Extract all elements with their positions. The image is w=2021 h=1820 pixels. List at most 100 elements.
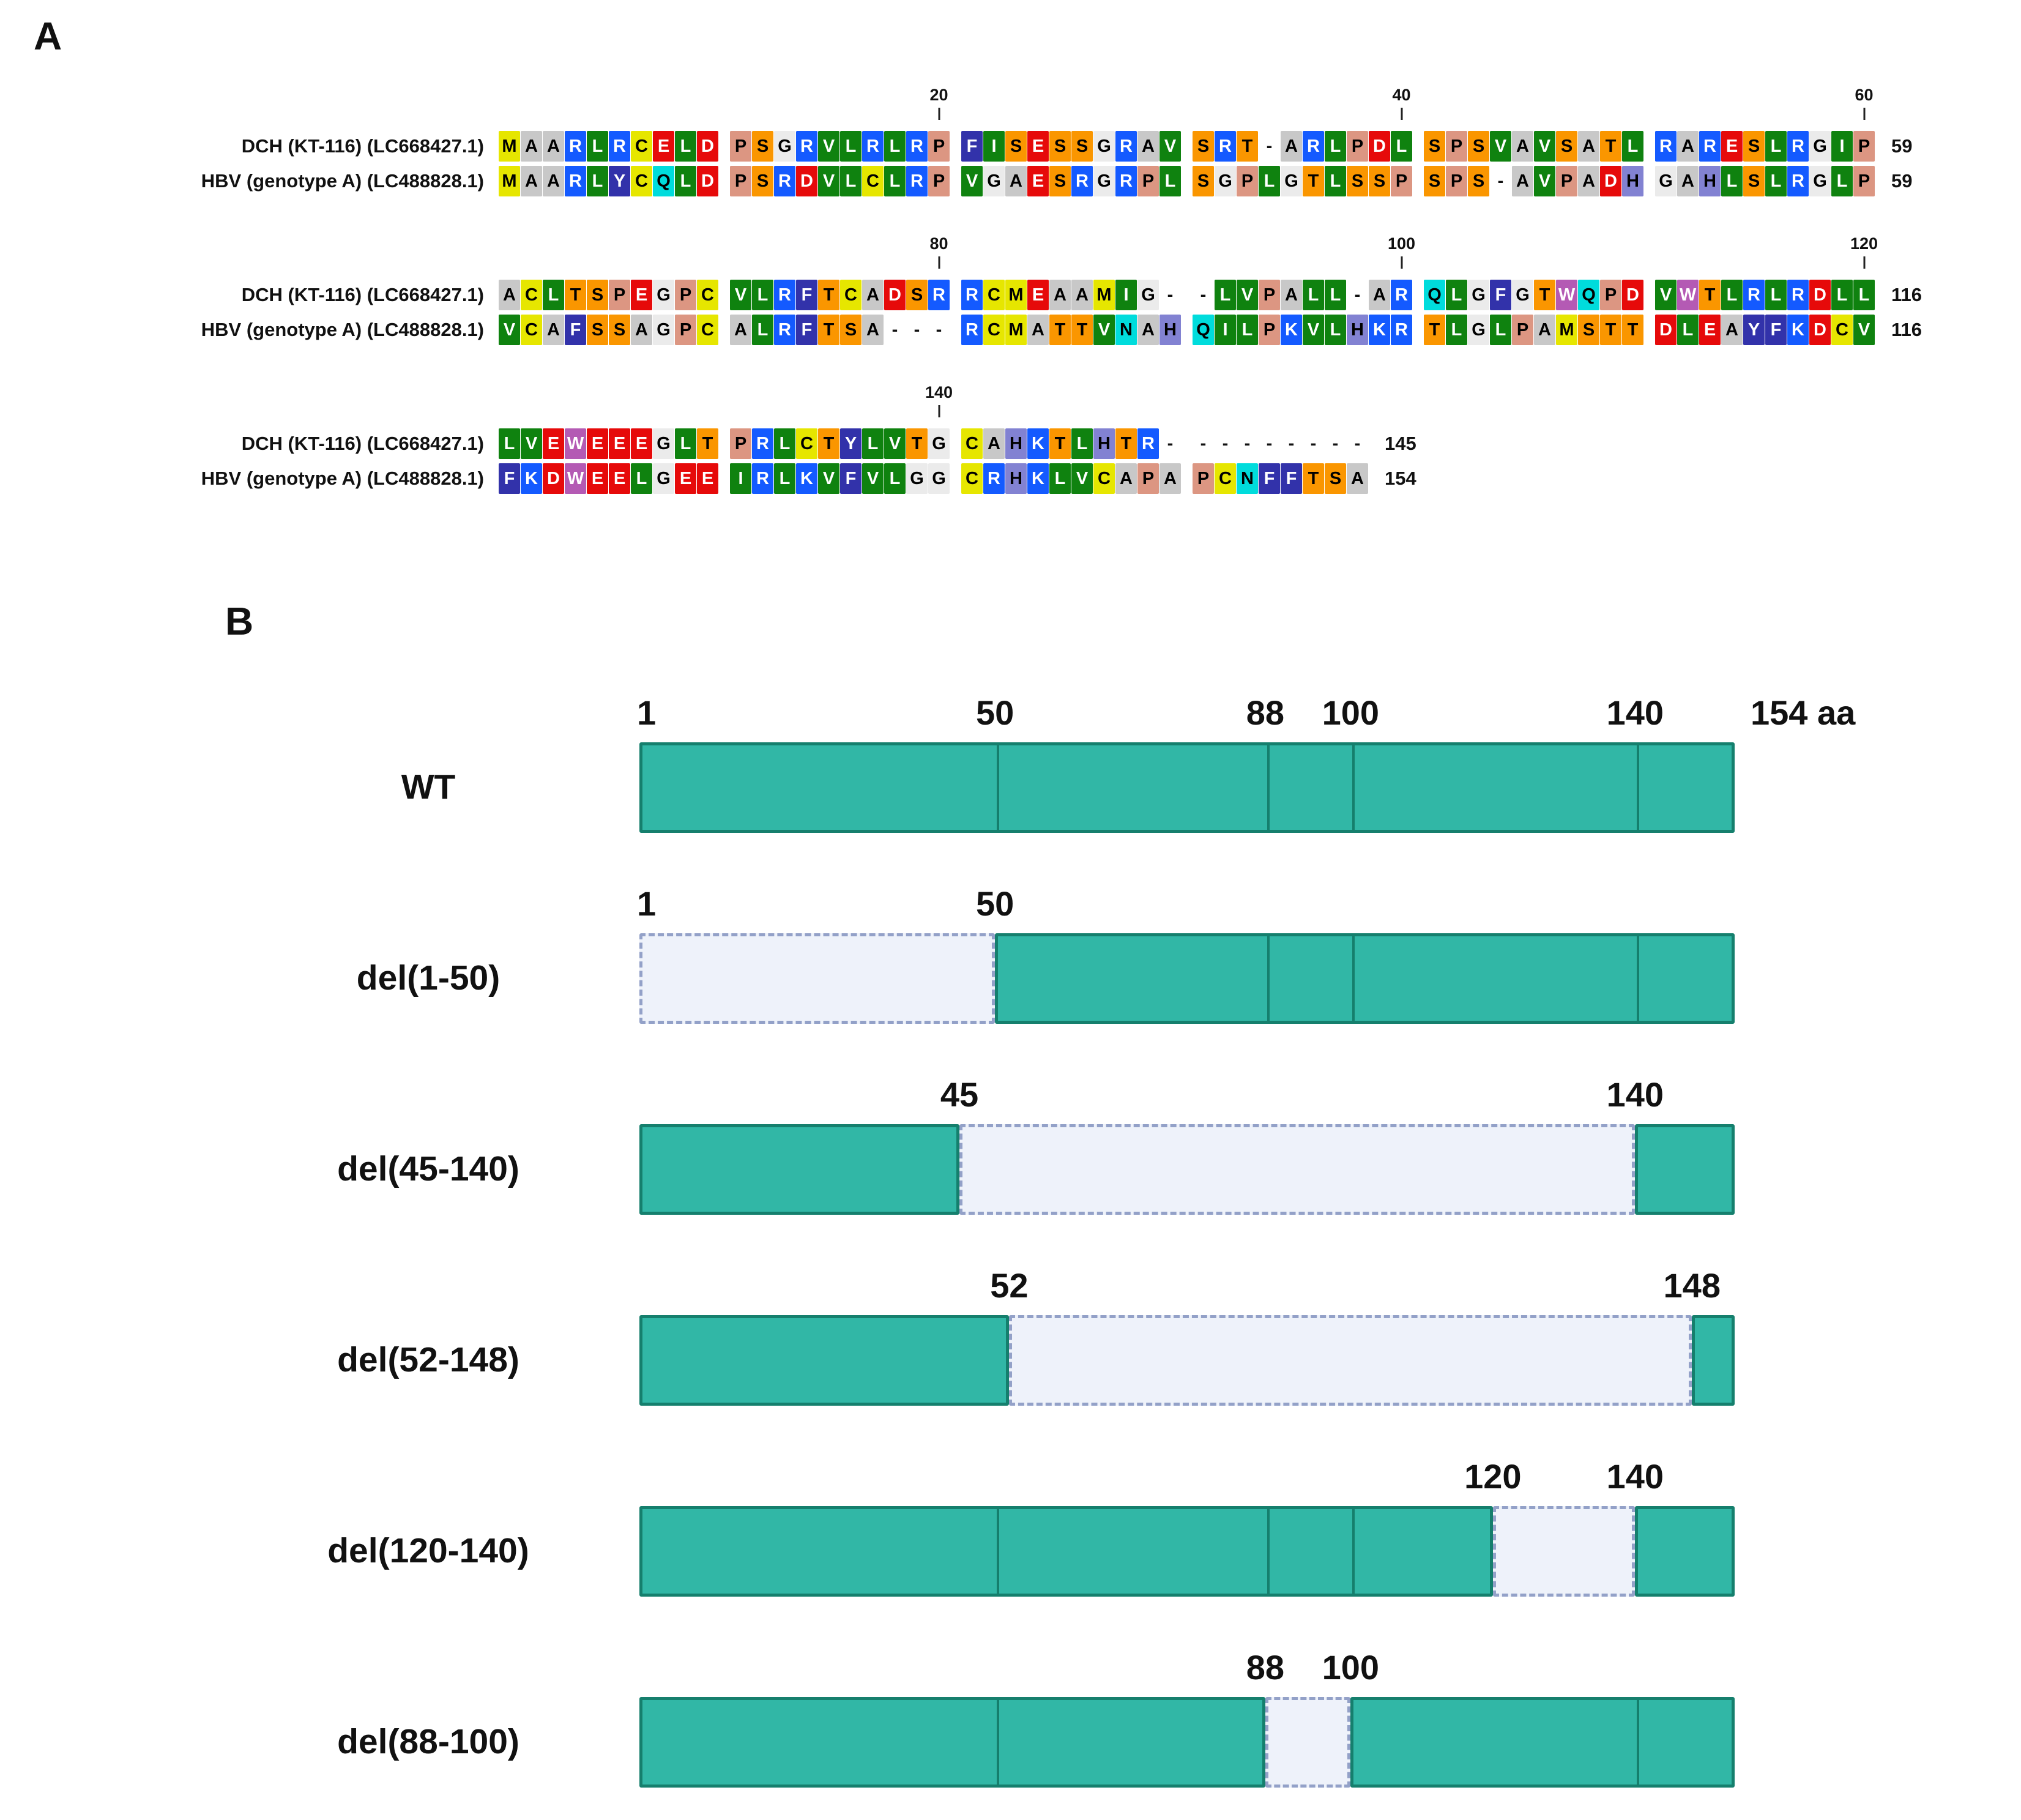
- ruler-cell: [1743, 232, 1765, 278]
- residue-cell: C: [961, 463, 983, 494]
- gap-cell: -: [1167, 434, 1174, 453]
- residue-cell: R: [609, 131, 630, 162]
- residue-cell: N: [1237, 463, 1258, 494]
- construct-label: del(120-140): [327, 1531, 529, 1570]
- ruler-cell: [1259, 83, 1280, 130]
- residue-cell: E: [631, 280, 652, 310]
- ruler-tick-label: 140: [925, 383, 953, 401]
- gap-cell: -: [1222, 434, 1229, 453]
- ruler-cell: [565, 232, 586, 278]
- protein-segment: [639, 1697, 1265, 1788]
- residue-cell: L: [1765, 166, 1787, 196]
- ruler-cell: [1809, 83, 1831, 130]
- residue-cell: G: [1468, 315, 1489, 345]
- residue-cell: A: [1281, 280, 1302, 310]
- ruler-cell: [961, 232, 983, 278]
- ruler-cell: [653, 381, 674, 427]
- residue-cell: A: [1721, 315, 1743, 345]
- ruler-cell: [1093, 232, 1115, 278]
- ruler-group: 100: [1193, 232, 1415, 278]
- residue-cell: L: [543, 280, 564, 310]
- ruler-cell: [1490, 83, 1511, 130]
- ruler-tick-label: 40: [1392, 86, 1411, 104]
- residue-cell: R: [961, 280, 983, 310]
- panel-b-label: B: [225, 599, 254, 643]
- residue-cell: F: [1765, 315, 1787, 345]
- residue-cell: S: [1347, 166, 1368, 196]
- residue-cell: T: [1534, 280, 1555, 310]
- residue-cell: C: [983, 315, 1005, 345]
- residue-cell: I: [1831, 131, 1853, 162]
- gap-cell: -: [1310, 434, 1317, 453]
- residue-count: 145: [1385, 433, 1416, 454]
- ruler-cell: [1049, 381, 1071, 427]
- residue-cell: V: [1534, 166, 1555, 196]
- residue-cell: P: [730, 428, 751, 459]
- ruler-cell: [1193, 83, 1214, 130]
- residue-cell: P: [1137, 463, 1159, 494]
- residue-cell: S: [1193, 166, 1214, 196]
- residue-cell: A: [1049, 280, 1071, 310]
- construct-label: del(52-148): [337, 1340, 519, 1379]
- ruler-cell: [1721, 83, 1743, 130]
- residue-cell: P: [730, 131, 751, 162]
- residue-cell: T: [818, 315, 839, 345]
- ruler-cell: [752, 83, 773, 130]
- construct-bar: [639, 1124, 1735, 1215]
- ruler-cell: [818, 232, 839, 278]
- ruler-cell: [1347, 83, 1368, 130]
- ruler-cell: 100: [1388, 232, 1415, 278]
- gap-cell: -: [1354, 434, 1361, 453]
- residue-cell: F: [796, 315, 817, 345]
- residue-cell: C: [697, 280, 718, 310]
- residue-cell: L: [1325, 166, 1346, 196]
- ruler-cell: [1446, 232, 1467, 278]
- residue-cell: E: [653, 131, 674, 162]
- ruler-cell: [609, 232, 630, 278]
- residue-cell: M: [1005, 315, 1027, 345]
- ruler-cell: [752, 232, 773, 278]
- ruler-tick-mark: [1863, 108, 1865, 120]
- residue-cell: P: [1446, 131, 1467, 162]
- residue-cell: A: [1578, 131, 1599, 162]
- residue-cell: H: [1093, 428, 1115, 459]
- segment-divider: [997, 1509, 1000, 1594]
- ruler-cell: [1677, 232, 1699, 278]
- ruler-cell: [1303, 83, 1324, 130]
- residue-cell: H: [1159, 315, 1181, 345]
- residue-cell: S: [752, 166, 773, 196]
- residue-cell: L: [774, 463, 795, 494]
- residue-cell: N: [1115, 315, 1137, 345]
- ruler-cell: [1093, 83, 1115, 130]
- residue-cell: D: [1622, 280, 1643, 310]
- ruler-group: 140: [730, 381, 953, 427]
- ruler-group: [961, 381, 1182, 427]
- residue-cell: R: [752, 428, 773, 459]
- residue-cell: V: [1655, 280, 1677, 310]
- protein-segment: [1635, 1506, 1735, 1597]
- ruler-cell: [796, 232, 817, 278]
- ruler-cell: [1512, 83, 1533, 130]
- residue-cell: A: [1369, 280, 1390, 310]
- ruler-cell: [1556, 83, 1577, 130]
- ruler-cell: 20: [928, 83, 950, 130]
- ruler-tick-mark: [1863, 256, 1865, 269]
- residue-cell: K: [1787, 315, 1809, 345]
- residue-cell: R: [1215, 131, 1236, 162]
- residue-count: 59: [1891, 170, 1913, 192]
